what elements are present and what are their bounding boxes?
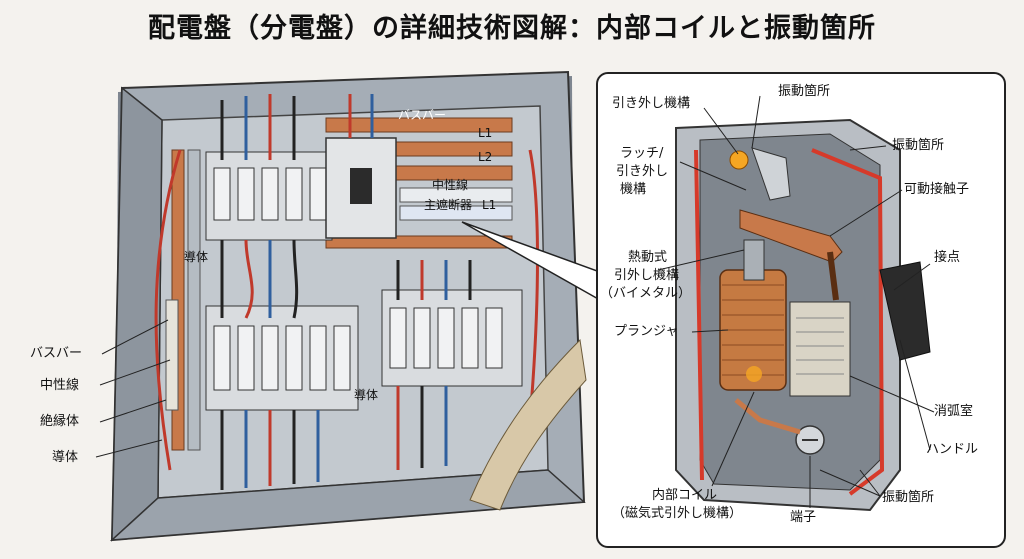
left-leader-lines	[95, 319, 171, 458]
label-terminal: 端子	[790, 510, 817, 525]
insulator-block	[165, 299, 179, 411]
coil-glow	[746, 366, 762, 382]
label-coil-2: （磁気式引外し機構）	[612, 506, 743, 521]
label-thermal-2: 引外し機構	[614, 268, 680, 283]
label-plunger: プランジャ	[614, 324, 679, 339]
label-l2: L2	[478, 150, 493, 164]
enclosure-bottom-wall	[109, 469, 586, 541]
main-breaker-handle	[350, 168, 372, 204]
contact-stem	[827, 251, 839, 301]
breaker-left-switches	[213, 325, 351, 391]
label-main-l1: L1	[482, 198, 497, 212]
arc-chamber-plates	[796, 317, 844, 375]
main-breaker-bar	[399, 205, 513, 221]
latch-lever	[751, 147, 791, 201]
label-neutral-left: 中性線	[40, 378, 80, 393]
label-vibration-top: 振動箇所	[778, 84, 831, 99]
arc-chamber	[789, 301, 851, 397]
label-arc-chamber: 消弧室	[934, 404, 974, 419]
label-busbar-top: バスバー	[398, 108, 447, 122]
label-coil-1: 内部コイル	[652, 488, 718, 503]
latch-glow	[729, 150, 749, 170]
plunger-rod	[743, 239, 765, 281]
label-latch-1: ラッチ/	[620, 146, 664, 161]
cable-bundle	[469, 338, 587, 511]
label-thermal-3: （バイメタル）	[600, 286, 692, 301]
label-l1: L1	[478, 126, 493, 140]
label-neutral-top: 中性線	[432, 178, 469, 192]
breaker-group-left	[205, 305, 359, 411]
label-main-breaker: 主遮断器	[424, 198, 473, 212]
breaker-right-switches	[389, 307, 503, 369]
movable-contact-arm	[739, 209, 843, 263]
vibration-outline	[694, 148, 885, 496]
copper-strap	[734, 398, 801, 435]
label-vibration-bottom: 振動箇所	[882, 490, 935, 505]
panel-wiring	[154, 94, 539, 490]
label-trip-mechanism: 引き外し機構	[612, 96, 691, 111]
label-latch-2: 引き外し	[616, 164, 669, 179]
label-insulator-left: 絶縁体	[40, 414, 80, 429]
label-latch-3: 機構	[620, 182, 647, 197]
label-conductor-bottom: 導体	[354, 388, 379, 402]
label-movable-contact: 可動接触子	[904, 182, 970, 197]
label-thermal-1: 熱動式	[628, 250, 668, 265]
coil-windings	[722, 284, 784, 376]
label-busbar-left: バスバー	[30, 346, 83, 361]
label-handle: ハンドル	[926, 442, 979, 457]
breaker-handle	[879, 261, 931, 361]
main-breaker-body	[325, 137, 397, 239]
breaker-leader-lines	[657, 95, 935, 508]
label-conductor-left: 導体	[184, 250, 209, 264]
neutral-vertical	[187, 149, 201, 451]
label-contact: 接点	[934, 250, 961, 265]
label-conductor-left2: 導体	[52, 450, 79, 465]
label-vibration-right: 振動箇所	[892, 138, 945, 153]
page-title: 配電盤（分電盤）の詳細技術図解：内部コイルと振動箇所	[148, 13, 876, 44]
neutral-bar	[399, 187, 513, 203]
